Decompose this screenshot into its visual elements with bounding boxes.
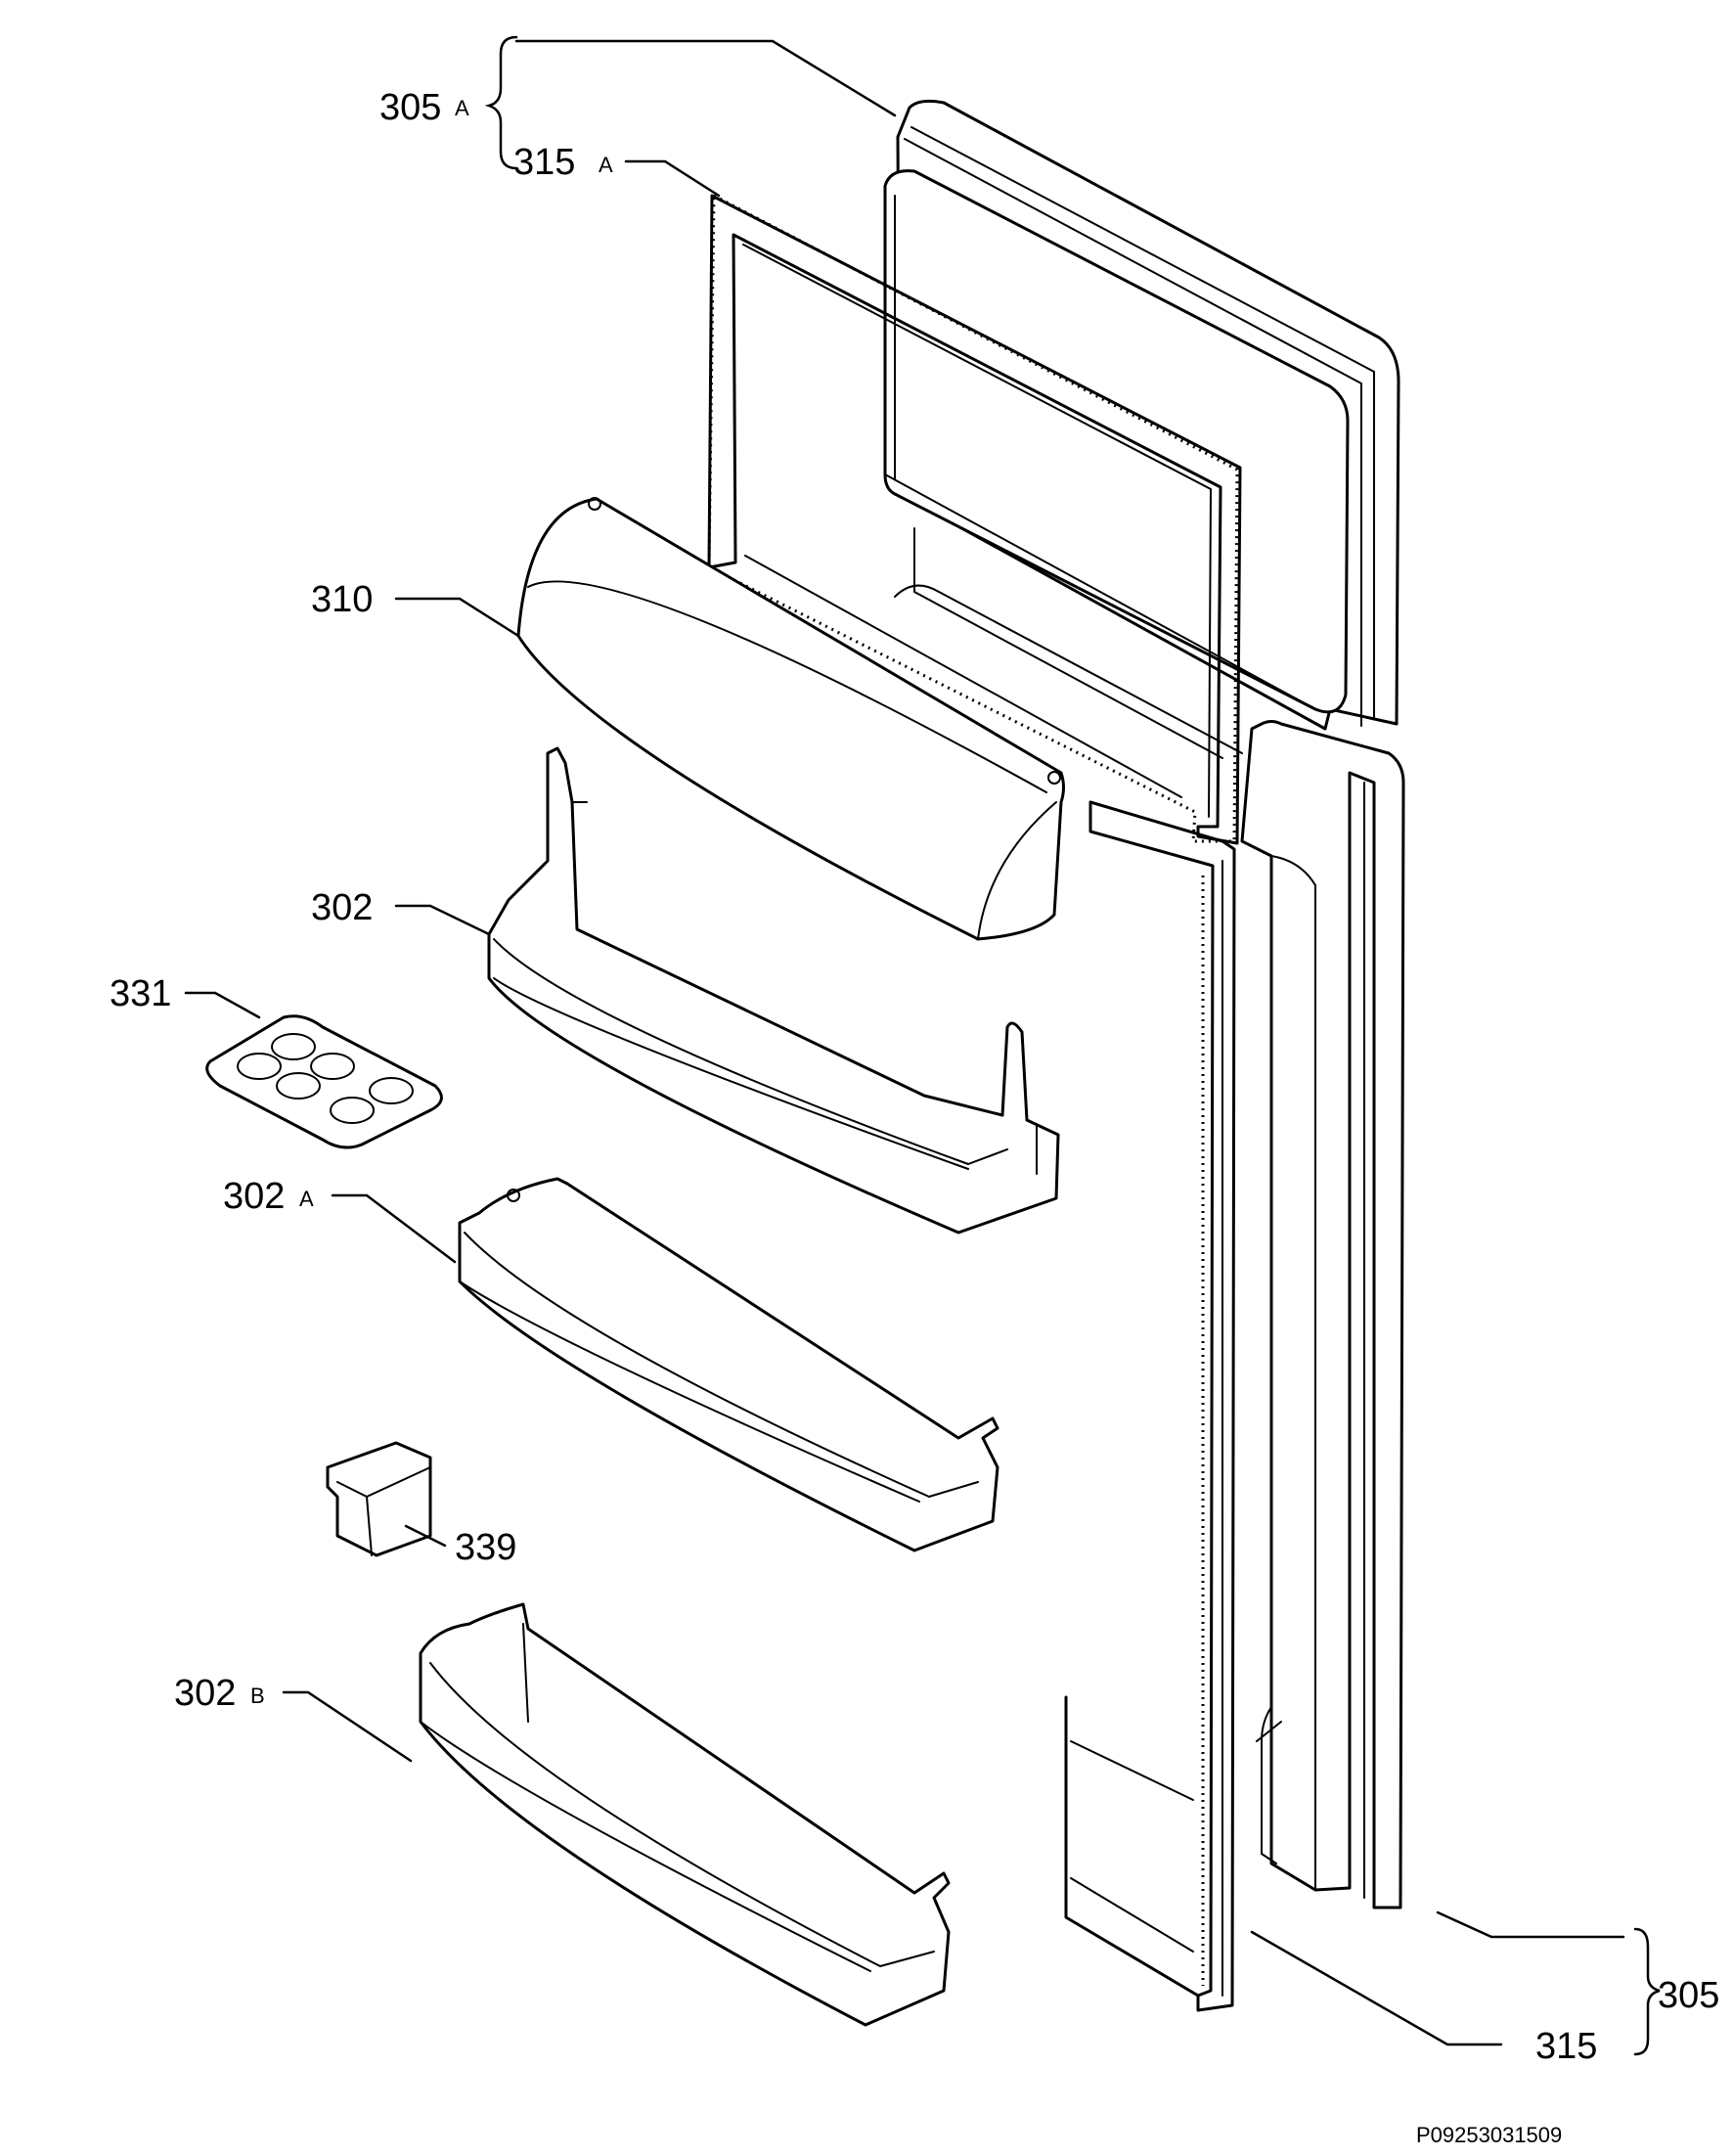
part-labels: 305 A 315 A 310 302 331 302 A 339 302 B … [110, 87, 1719, 2147]
drawing-number: P09253031509 [1416, 2123, 1562, 2147]
part-310-dairy-flap [516, 497, 1065, 941]
leader-302 [394, 904, 491, 936]
part-302-door-shelf [487, 746, 1060, 1235]
part-305A-freezer-door [883, 99, 1400, 759]
leader-331 [184, 991, 261, 1019]
label-315A-suffix: A [599, 153, 613, 177]
leader-305 [1436, 1910, 1625, 1939]
label-315: 315 [1535, 2026, 1597, 2067]
part-302A-door-shelf [458, 1177, 999, 1552]
leader-302B [282, 1690, 413, 1763]
leader-310 [394, 597, 520, 638]
leader-315A [624, 159, 721, 198]
label-339: 339 [455, 1527, 516, 1568]
leader-339 [404, 1524, 447, 1548]
part-315-fridge-gasket [1064, 800, 1236, 2012]
leader-302A [331, 1193, 457, 1264]
part-339-bottle-clip [326, 1441, 432, 1557]
label-331: 331 [110, 973, 171, 1014]
label-302B-number: 302 [174, 1673, 236, 1714]
leader-lines [184, 35, 1661, 2056]
label-302B-suffix: B [250, 1684, 265, 1708]
label-302A-suffix: A [299, 1187, 314, 1211]
part-331-egg-tray [205, 1014, 443, 1149]
label-302A-number: 302 [223, 1176, 285, 1217]
label-315A-number: 315 [513, 142, 575, 183]
part-302B-bottle-shelf [419, 1602, 951, 2027]
label-305: 305 [1658, 1975, 1719, 2016]
label-310: 310 [311, 579, 373, 620]
brace-305 [1633, 1927, 1661, 2056]
leader-315 [1250, 1930, 1503, 2046]
label-305A-suffix: A [455, 96, 469, 120]
brace-305A [484, 35, 518, 170]
label-305A-number: 305 [379, 87, 441, 128]
leader-305A [514, 39, 897, 117]
part-315A-freezer-gasket [707, 193, 1242, 845]
part-305-fridge-door [1240, 720, 1405, 1909]
label-302: 302 [311, 887, 373, 928]
